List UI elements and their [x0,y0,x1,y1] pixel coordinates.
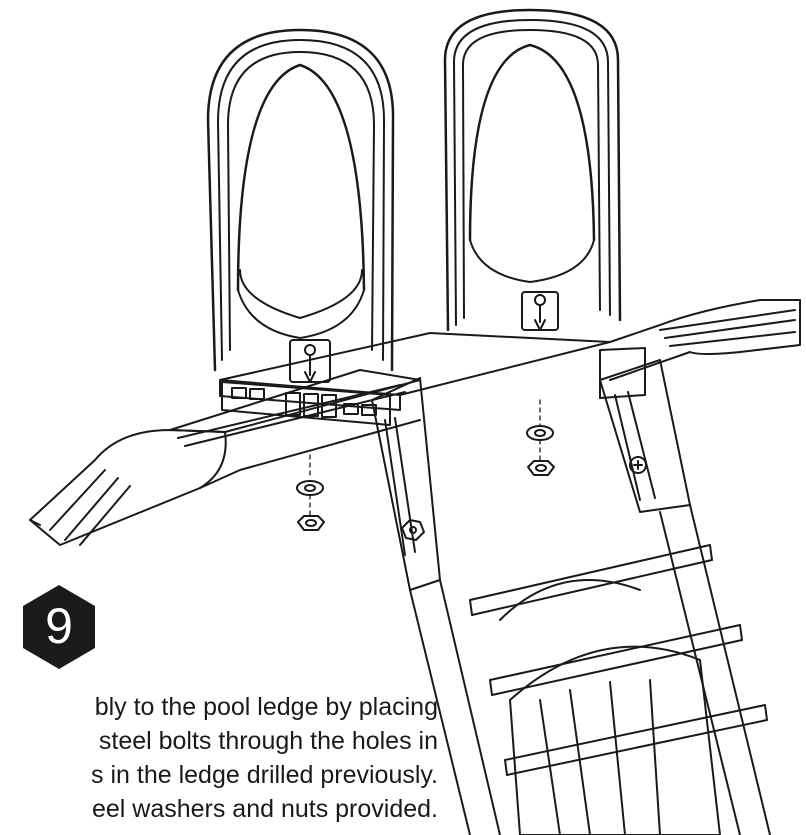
ladder-frame [371,359,771,835]
instruction-line: bly to the pool ledge by placing [94,693,438,721]
nut-icon [297,460,555,531]
instruction-text: bly to the pool ledge by placing steel b… [0,690,438,826]
screw-icon [534,294,546,331]
instruction-line: s in the ledge drilled previously. [91,761,438,789]
dashed-guide [309,399,541,516]
step-hexagon-icon [23,585,95,669]
washer-icon [296,425,554,496]
step-number: 9 [45,598,73,654]
instruction-line: steel bolts through the holes in [98,727,438,755]
left-handrail [206,28,395,426]
instruction-line: eel washers and nuts provided. [91,795,438,823]
pool-ledge [29,299,801,546]
screw-icon [304,344,316,383]
bolt-head-icon [401,456,647,541]
